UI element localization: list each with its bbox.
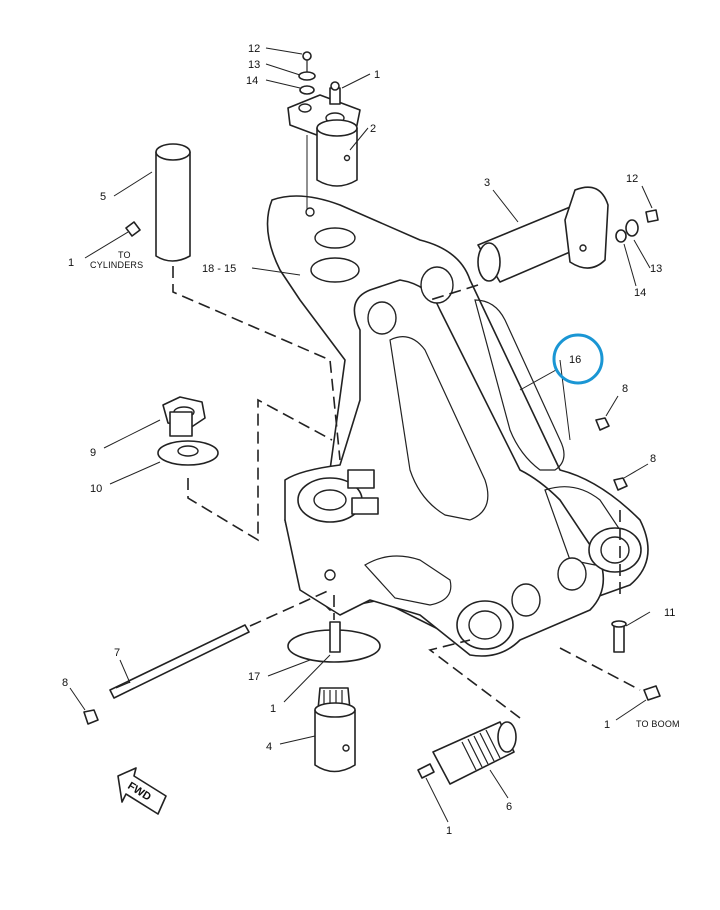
callout-2: 2 [370,123,376,135]
callout-3: 3 [484,177,490,189]
top-pin-assembly [287,51,361,210]
callout-14-right: 14 [634,287,646,299]
pin-4 [287,595,381,773]
callout-7: 7 [114,647,120,659]
note-to: TO [118,250,131,260]
callout-4: 4 [266,741,272,753]
callout-1-boom: 1 [604,719,610,731]
pin-6 [417,639,521,785]
callout-1-cylinders: 1 [68,257,74,269]
note-to-boom: TO BOOM [636,719,680,729]
callout-1-top: 1 [374,69,380,81]
main-bracket [266,195,649,657]
highlight-circle [552,333,604,385]
callout-1-mid: 1 [270,703,276,715]
callout-1-bottom: 1 [446,825,452,837]
callout-12-top: 12 [248,43,260,55]
callout-13-right: 13 [650,263,662,275]
callout-9: 9 [90,447,96,459]
grease-fitting-boom [559,647,661,701]
callout-13-top: 13 [248,59,260,71]
pin-3 [429,186,659,301]
note-cylinders: CYLINDERS [90,260,143,270]
callout-6: 6 [506,801,512,813]
callout-14-top: 14 [246,75,258,87]
callout-8-a: 8 [622,383,628,395]
callout-12-right: 12 [626,173,638,185]
callout-18-15: 18 - 15 [202,263,236,275]
callout-16: 16 [569,354,581,366]
forward-arrow: FWD [117,767,167,815]
callout-labels: 1 2 12 13 14 5 3 12 13 14 1 18 - 15 8 8 … [62,43,675,837]
rod-7 [83,589,331,725]
bolt-11 [611,510,627,653]
nut-washer [157,396,333,542]
callout-10: 10 [90,483,102,495]
callout-8-left: 8 [62,677,68,689]
pin-5 [84,143,341,461]
callout-11: 11 [664,607,675,619]
callout-8-b: 8 [650,453,656,465]
callout-5: 5 [100,191,106,203]
nut-8-b [613,477,628,491]
highlighted-callout-16[interactable]: 16 [552,333,604,385]
leader-lines [69,47,653,823]
nut-8-a [595,417,610,431]
callout-17: 17 [248,671,260,683]
